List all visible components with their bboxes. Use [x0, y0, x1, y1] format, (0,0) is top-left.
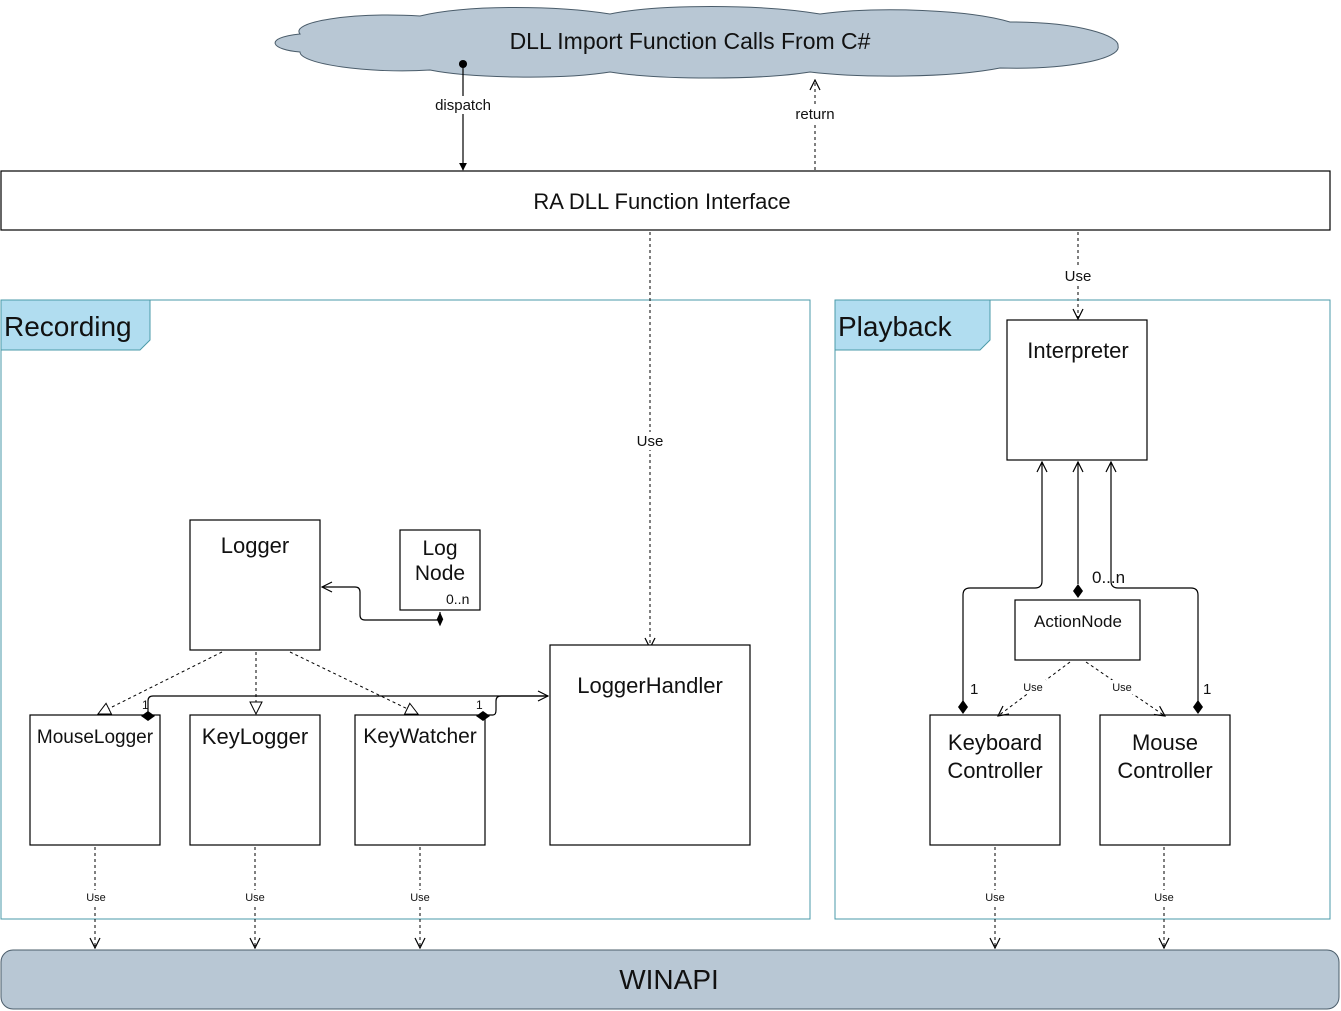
keywatcher-use-label: Use [410, 892, 430, 904]
keyboard-controller-label-2: Controller [947, 758, 1042, 783]
playback-tab [834, 299, 991, 351]
dispatch-label: dispatch [435, 97, 491, 114]
actionnode-label: ActionNode [1034, 612, 1122, 631]
actionnode-multiplicity: 0...n [1092, 568, 1125, 587]
keyboard-diamond [958, 700, 968, 714]
actionnode-use-mouse-edge [1085, 661, 1165, 716]
interface-label: RA DLL Function Interface [533, 189, 790, 214]
mouse-use-label: Use [1154, 892, 1174, 904]
mouse-controller-label-1: Mouse [1132, 730, 1198, 755]
keyboard-use-label: Use [985, 892, 1005, 904]
actionnode-diamond [1073, 584, 1083, 598]
cloud-shape [274, 6, 1119, 79]
keyboard-controller-label-1: Keyboard [948, 730, 1042, 755]
lognode-label-1: Log [422, 537, 457, 560]
mouse-multiplicity: 1 [1203, 681, 1211, 698]
actionnode-use-keyboard-label: Use [1023, 682, 1043, 694]
keywatcher-multiplicity: 1 [476, 698, 483, 712]
mouse-to-interpreter-edge [1111, 462, 1199, 706]
mouselogger-to-handler-edge [147, 696, 548, 715]
keywatcher-label: KeyWatcher [363, 725, 477, 748]
function-interface-box [0, 170, 1331, 231]
actionnode-box [1014, 599, 1141, 661]
logger-box [189, 519, 321, 651]
keyboard-multiplicity: 1 [970, 681, 978, 698]
mouse-diamond [1193, 700, 1203, 714]
keyboard-controller-box [929, 714, 1061, 846]
mouselogger-label: MouseLogger [37, 727, 154, 748]
keylogger-box [189, 714, 321, 846]
loggerhandler-label: LoggerHandler [577, 673, 723, 698]
lognode-aggregation-edge [322, 587, 440, 620]
logger-label: Logger [221, 533, 290, 558]
mouselogger-multiplicity: 1 [142, 698, 149, 712]
winapi-label: WINAPI [619, 964, 719, 995]
lognode-label-2: Node [415, 562, 465, 585]
mouselogger-box [29, 714, 161, 846]
mouselogger-inherits-edge [98, 651, 223, 714]
use-label-loggerhandler: Use [637, 433, 664, 450]
keywatcher-box [354, 714, 486, 846]
keywatcher-to-handler-edge [487, 695, 548, 716]
interpreter-box [1006, 319, 1148, 461]
return-label: return [795, 106, 834, 123]
cloud-label: DLL Import Function Calls From C# [510, 28, 871, 54]
keywatcher-diamond [476, 711, 490, 721]
playback-title: Playback [838, 311, 953, 342]
lognode-multiplicity: 0..n [446, 591, 469, 607]
recording-tab [0, 299, 151, 351]
keylogger-use-label: Use [245, 892, 265, 904]
actionnode-use-mouse-label: Use [1112, 682, 1132, 694]
interpreter-label: Interpreter [1027, 338, 1129, 363]
keylogger-label: KeyLogger [202, 724, 308, 749]
loggerhandler-box [549, 644, 751, 846]
recording-title: Recording [4, 311, 132, 342]
use-label-interpreter: Use [1065, 268, 1092, 285]
winapi-bar [0, 949, 1340, 1010]
keyboard-to-interpreter-edge [962, 462, 1042, 706]
mouse-controller-label-2: Controller [1117, 758, 1212, 783]
mouselogger-diamond [141, 711, 155, 721]
mouselogger-use-label: Use [86, 892, 106, 904]
